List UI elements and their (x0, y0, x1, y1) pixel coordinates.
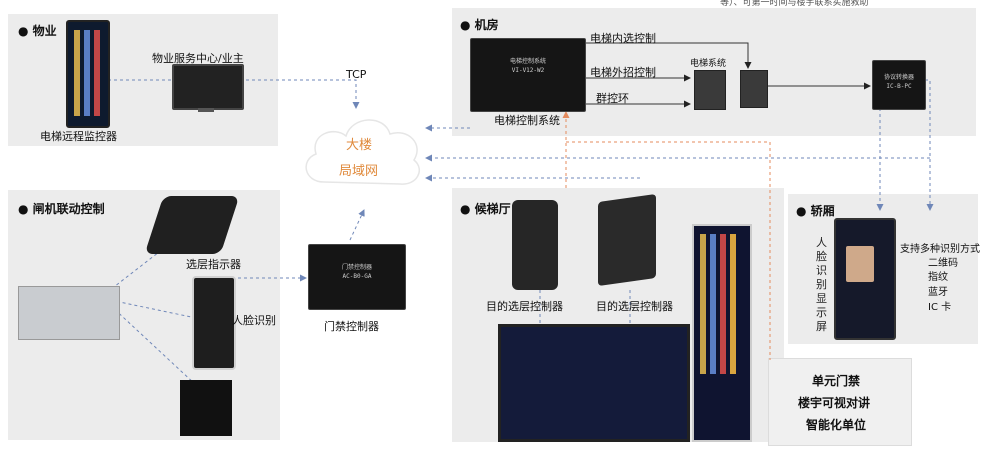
elevator-system-label: 电梯系统 (690, 59, 727, 69)
car-display-device (834, 218, 896, 340)
remote-monitor-label: 电梯远程监控器 (40, 130, 117, 143)
destination-controller-label-1: 目的选层控制器 (486, 300, 563, 313)
keypad-device (180, 380, 232, 436)
face-terminal-device (192, 276, 236, 370)
elevator-controller-label: 电梯控制系统 (494, 114, 560, 127)
car-method-bluetooth: 蓝牙 (928, 287, 948, 298)
face-recognition-label: 人脸识别 (232, 314, 276, 327)
unit-box-line-2: 楼宇可视对讲 (798, 396, 871, 410)
group-control-label: 群控环 (596, 92, 629, 105)
tcp-label: TCP (346, 68, 367, 81)
access-controller-label: 门禁控制器 (324, 320, 379, 333)
car-title: ● 轿厢 (796, 204, 835, 218)
car-method-fingerprint: 指纹 (928, 272, 948, 283)
unit-box-line-3: 智能化单位 (806, 418, 867, 432)
floor-indicator-label: 选层指示器 (186, 258, 241, 271)
service-center-monitor (172, 64, 244, 110)
protocol-converter-device: 协议转换器 IC-B-PC (872, 60, 926, 110)
car-method-qrcode: 二维码 (928, 258, 958, 269)
lobby-title: ● 候梯厅 (460, 202, 511, 216)
inner-select-label: 电梯内选控制 (590, 32, 656, 45)
car-face-display-label: 人脸识别显示屏 (816, 236, 827, 333)
destination-keypad-device (512, 200, 558, 290)
machine-room-title: ● 机房 (460, 18, 499, 32)
unit-box (768, 358, 912, 446)
destination-controller-label-2: 目的选层控制器 (596, 300, 673, 313)
gate-barrier-device (18, 286, 120, 340)
service-center-label: 物业服务中心/业主 (152, 52, 244, 65)
building-lan-line-2: 局域网 (339, 164, 379, 179)
property-title: ● 物业 (18, 24, 57, 38)
gate-title: ● 闸机联动控制 (18, 202, 105, 216)
car-supports-label: 支持多种识别方式 (900, 244, 980, 255)
car-method-ic-card: IC 卡 (928, 302, 952, 313)
elevator-controller-device: 电梯控制系统 VI-V12-W2 (470, 38, 586, 112)
remote-monitor-device (66, 20, 110, 128)
building-lan-line-1: 大楼 (346, 138, 373, 153)
elevator-cabinet-1 (694, 70, 726, 110)
outer-call-label: 电梯外招控制 (590, 66, 656, 79)
lobby-dispatch-screen (498, 324, 690, 442)
top-note: 等）、可第一时间与楼宇联系实施救助 (720, 0, 869, 8)
elevator-cabinet-2 (740, 70, 768, 108)
access-controller-device: 门禁控制器 AC-B0-GA (308, 244, 406, 310)
unit-box-line-1: 单元门禁 (812, 374, 861, 388)
lobby-tall-display (692, 224, 752, 442)
destination-face-device (598, 193, 656, 287)
building-lan-cloud (305, 119, 420, 185)
monitor-stand (198, 108, 214, 112)
